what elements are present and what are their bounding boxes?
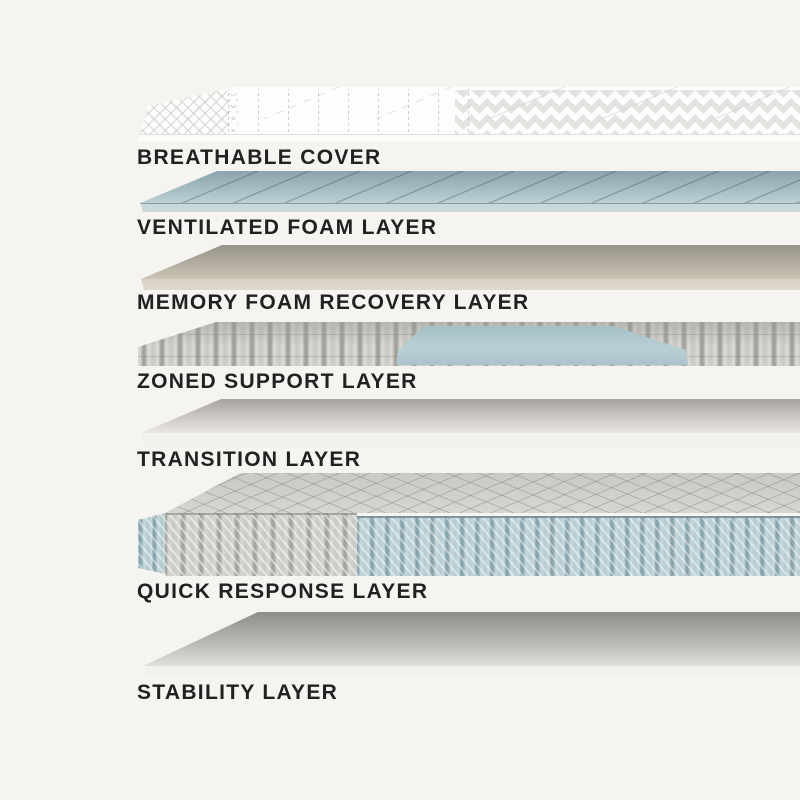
ventilated-foam-top-surface bbox=[140, 171, 800, 203]
cover-bottom-hem bbox=[138, 134, 800, 141]
cover-slab bbox=[138, 87, 800, 141]
stability-front-face bbox=[143, 666, 800, 678]
cover-chevron-texture bbox=[455, 90, 800, 137]
memory-foam-front-face bbox=[141, 279, 800, 290]
quick-response-blue-coils bbox=[357, 516, 800, 576]
layer-quick-response bbox=[0, 473, 800, 576]
layer-stability bbox=[0, 612, 800, 678]
transition-top-surface bbox=[141, 399, 800, 433]
memory-foam-top-surface bbox=[141, 245, 800, 279]
label-memory-foam-recovery: MEMORY FOAM RECOVERY LAYER bbox=[137, 291, 530, 314]
label-breathable-cover: BREATHABLE COVER bbox=[137, 146, 382, 169]
ventilated-foam-front-face bbox=[140, 203, 800, 212]
quick-response-quilted-top bbox=[165, 473, 800, 513]
stability-top-surface bbox=[143, 612, 800, 666]
label-zoned-support: ZONED SUPPORT LAYER bbox=[137, 370, 418, 393]
label-transition: TRANSITION LAYER bbox=[137, 448, 362, 471]
transition-front-face bbox=[141, 433, 800, 447]
cover-dotted-seams-texture bbox=[228, 89, 478, 135]
layer-zoned-support bbox=[0, 322, 800, 367]
quick-response-left-side-coils bbox=[138, 513, 165, 574]
label-quick-response: QUICK RESPONSE LAYER bbox=[137, 580, 429, 603]
cover-herringbone-texture bbox=[138, 91, 238, 138]
label-stability: STABILITY LAYER bbox=[137, 681, 339, 704]
layer-memory-foam-recovery bbox=[0, 245, 800, 290]
label-ventilated-foam: VENTILATED FOAM LAYER bbox=[137, 216, 438, 239]
layer-ventilated-foam bbox=[0, 171, 800, 212]
layer-transition bbox=[0, 399, 800, 447]
layer-breathable-cover bbox=[0, 85, 800, 143]
quick-response-grey-coils bbox=[165, 513, 357, 576]
